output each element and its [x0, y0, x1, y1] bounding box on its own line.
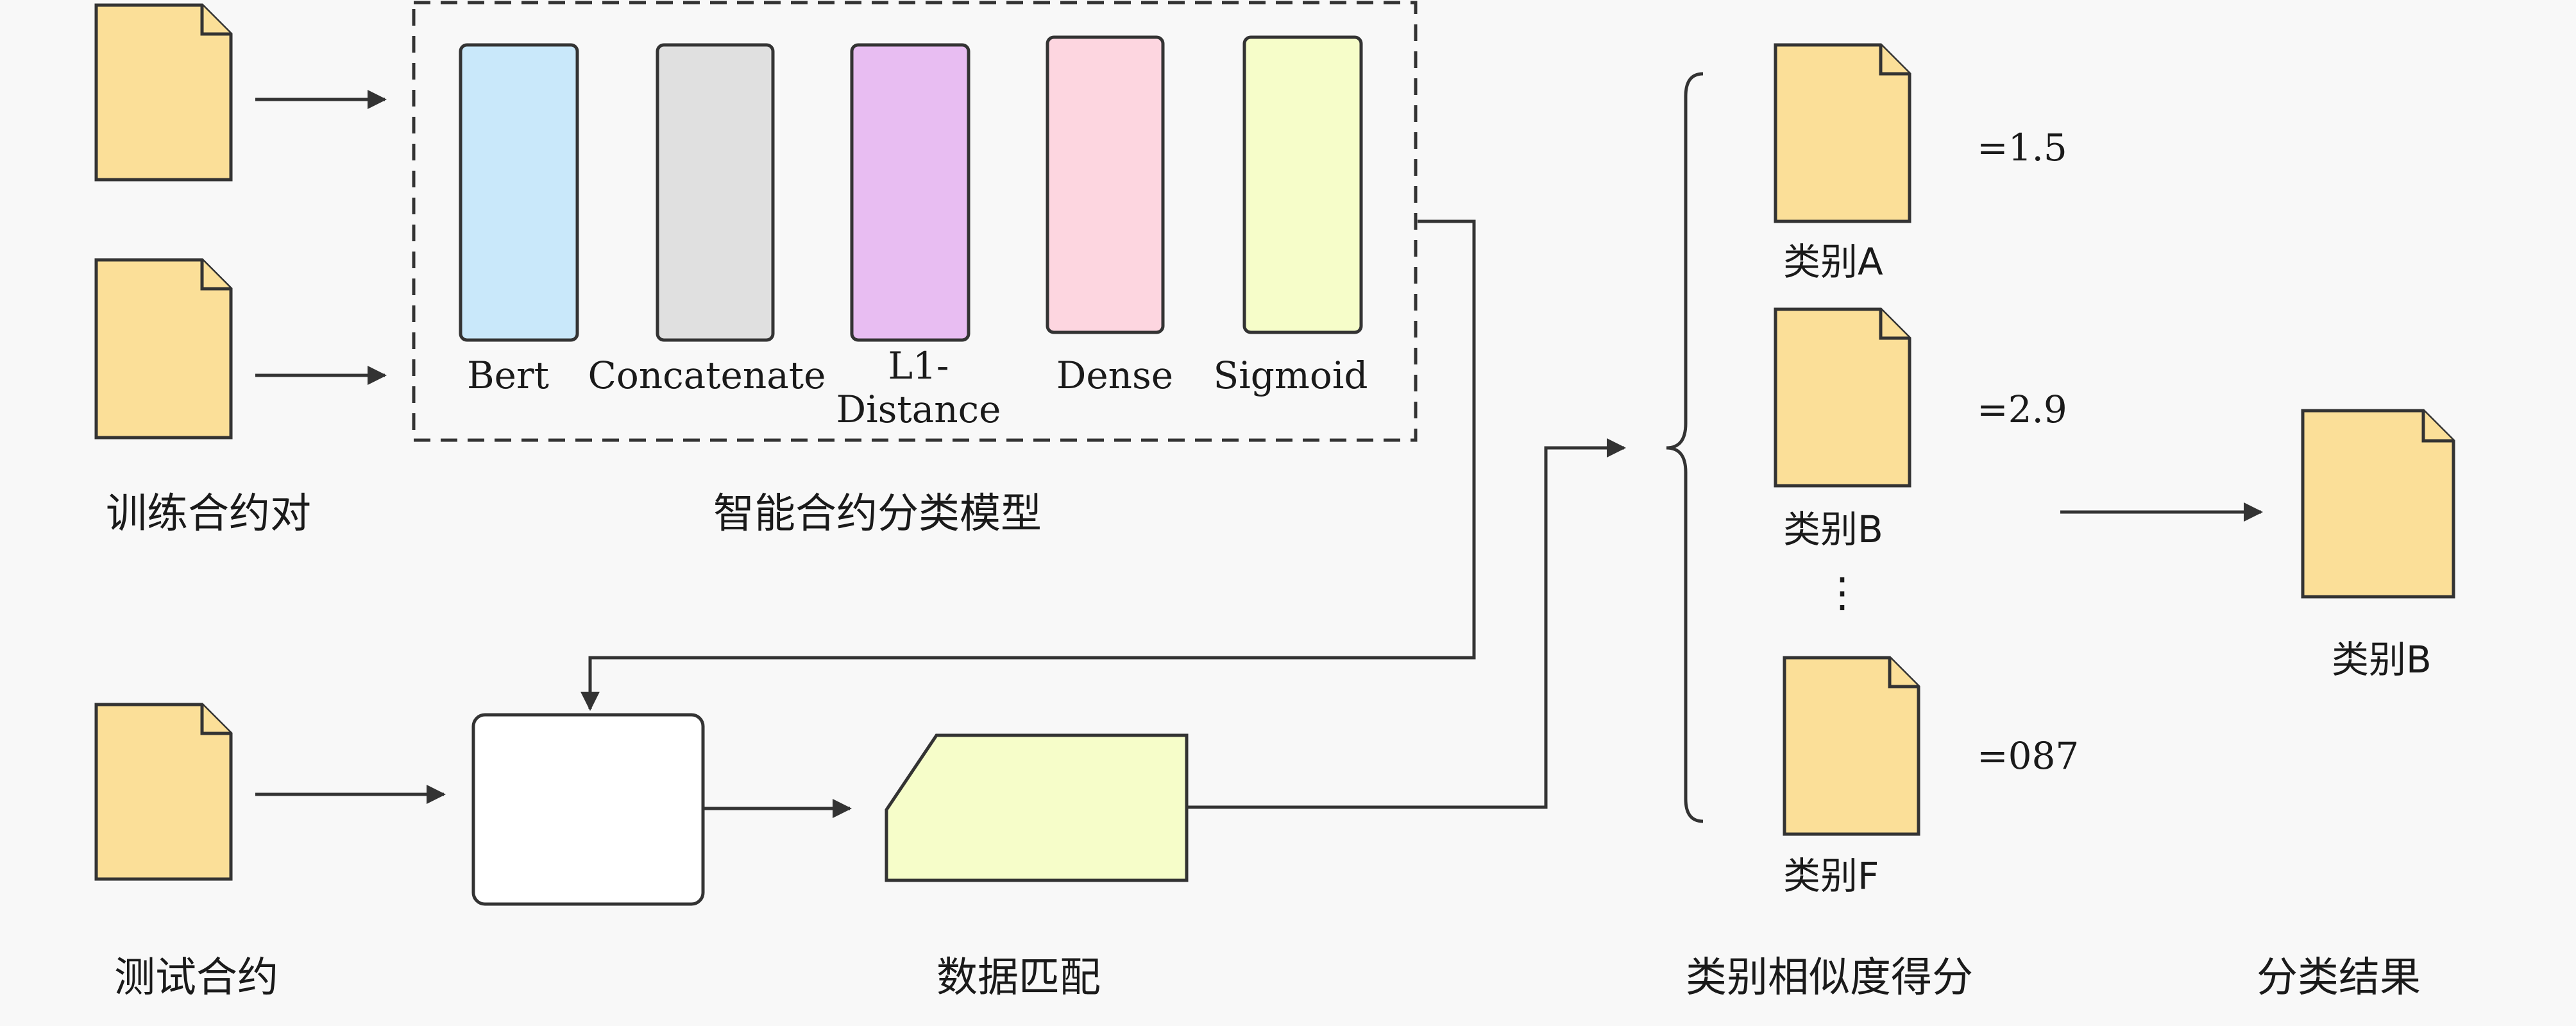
data-match-shape: [885, 733, 1189, 882]
similarity-scores-label: 类别相似度得分: [1686, 954, 1973, 1002]
layer-l1-label-line1: L1-: [888, 344, 949, 388]
category-f-score: =087: [1977, 734, 2079, 778]
category-b-doc-icon: [1774, 307, 1911, 488]
result-category-label: 类别B: [2332, 638, 2432, 681]
connector-model-to-match: [580, 219, 1476, 711]
layer-concatenate-label: Concatenate: [588, 354, 826, 397]
layer-concatenate: [656, 43, 775, 342]
ellipsis-vertical: ⋮: [1822, 569, 1863, 617]
layer-bert-label: Bert: [467, 354, 549, 397]
category-a-label: 类别A: [1783, 240, 1883, 284]
category-f-doc-icon: [1783, 656, 1920, 836]
classification-result-label: 分类结果: [2257, 954, 2421, 1002]
connector-match-to-scores: [1188, 438, 1626, 809]
model-label: 智能合约分类模型: [713, 490, 1042, 538]
layer-dense-label: Dense: [1056, 354, 1173, 397]
layer-l1-label-line2: Distance: [836, 388, 1001, 431]
train-pairs-label: 训练合约对: [106, 490, 311, 538]
layer-bert: [459, 43, 579, 342]
category-b-label: 类别B: [1783, 508, 1883, 551]
layer-l1-distance: [850, 43, 970, 342]
test-contract-label: 测试合约: [114, 954, 278, 1002]
layer-sigmoid: [1242, 35, 1363, 334]
category-b-score: =2.9: [1977, 388, 2067, 431]
test-doc-icon: [94, 703, 233, 881]
train-doc-2-icon: [94, 258, 233, 440]
data-match-label: 数据匹配: [936, 954, 1101, 1002]
category-a-doc-icon: [1774, 43, 1911, 223]
category-a-score: =1.5: [1977, 126, 2067, 169]
process-box: [471, 713, 705, 906]
scores-brace: [1666, 72, 1704, 823]
model-box: [412, 1, 1418, 442]
layer-dense: [1046, 35, 1165, 334]
result-doc-icon: [2301, 409, 2455, 599]
train-doc-1-icon: [94, 3, 233, 182]
layer-sigmoid-label: Sigmoid: [1213, 354, 1368, 397]
category-f-label: 类别F: [1783, 854, 1879, 898]
